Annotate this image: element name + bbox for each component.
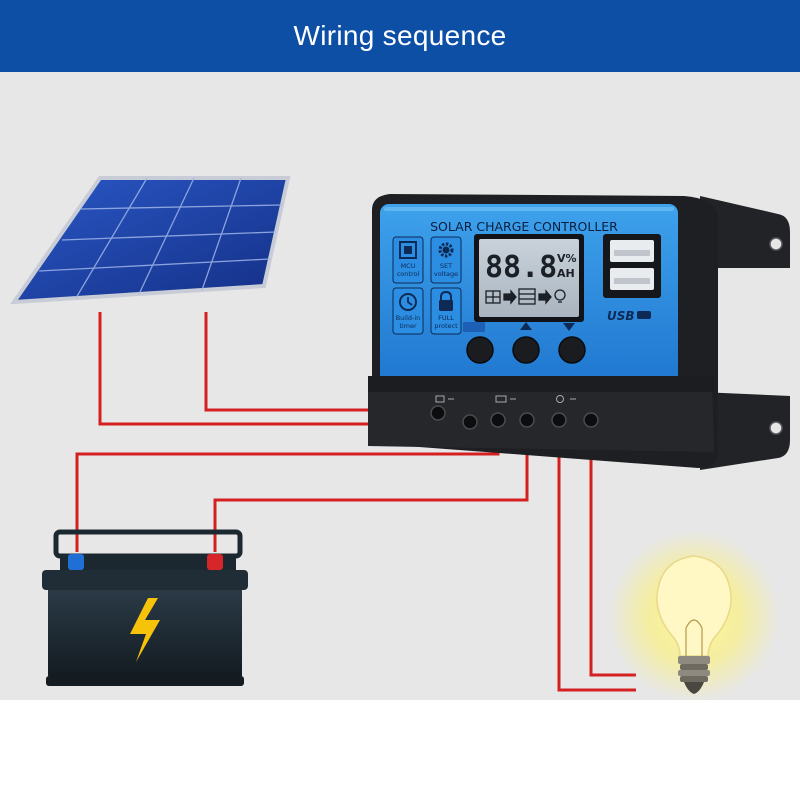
lcd-unit-bottom: AH [557,267,575,280]
feature-set-voltage: SET voltage [430,236,462,284]
battery-terminal-icon [495,395,516,403]
lcd-bulb-icon [554,289,566,301]
light-bulb [608,530,780,702]
load-negative-wire [589,420,636,677]
solar-positive-wire [98,312,470,426]
terminal-solar-negative [430,405,446,421]
load-positive-wire [557,420,636,692]
feature-timer: Build-in timer [392,287,424,335]
padlock-icon [439,290,453,311]
up-arrow-icon [520,322,532,330]
lightning-bolt-icon [130,598,160,662]
feature-set-line1: SET [440,262,452,270]
feature-mcu-line2: control [397,270,420,278]
terminal-screws [430,405,599,430]
lcd-flow-icons [485,288,566,305]
feature-mcu: MCU control [392,236,424,284]
button-row [463,322,586,364]
lcd-battery-icon [518,288,536,305]
battery [42,529,248,686]
feature-mcu-line1: MCU [401,262,416,270]
solar-terminal-icon [435,395,454,403]
mode-button[interactable] [466,336,494,364]
terminal-load-positive [551,412,567,428]
feature-protect: FULL protect [430,287,462,335]
lcd-display: 88.8 V% AH [474,234,584,322]
feature-set-line2: voltage [434,270,458,278]
lcd-digits: 88.8 [485,250,557,285]
terminal-battery-positive [519,412,535,428]
usb-symbol-icon [637,311,651,319]
terminal-battery-negative [490,412,506,428]
bottom-band [0,700,800,800]
battery-mode-icon [463,322,485,332]
terminal-solar-positive [462,414,478,430]
terminal-load-negative [583,412,599,428]
mcu-chip-icon [399,241,417,259]
feature-protect-line2: protect [434,322,458,330]
page-title: Wiring sequence [293,20,507,51]
usb-ports: USB [603,234,661,323]
lcd-arrow-icon [503,289,517,305]
solar-negative-wire [204,312,438,412]
lcd-unit-top: V% [557,252,577,265]
lcd-arrow-icon-2 [538,289,552,305]
solar-panel [9,176,291,305]
feature-timer-line2: timer [399,322,417,330]
gear-icon [438,242,454,258]
battery-positive-terminal [207,554,223,570]
wires [75,312,636,692]
charge-controller: SOLAR CHARGE CONTROLLER MCU control SET … [368,194,790,470]
load-terminal-icon [556,395,576,403]
down-arrow-icon [563,323,575,331]
header-banner: Wiring sequence [0,0,800,72]
battery-negative-terminal [68,554,84,570]
feature-protect-line1: FULL [438,314,454,322]
battery-positive-wire [213,420,529,552]
terminal-block [368,376,714,452]
battery-handle [53,529,243,559]
bulb-base [678,656,710,694]
clock-icon [399,293,417,311]
usb-label: USB [607,309,635,323]
up-button[interactable] [512,336,540,364]
down-button[interactable] [558,336,586,364]
controller-title: SOLAR CHARGE CONTROLLER [430,219,618,234]
feature-timer-line1: Build-in [396,314,421,322]
